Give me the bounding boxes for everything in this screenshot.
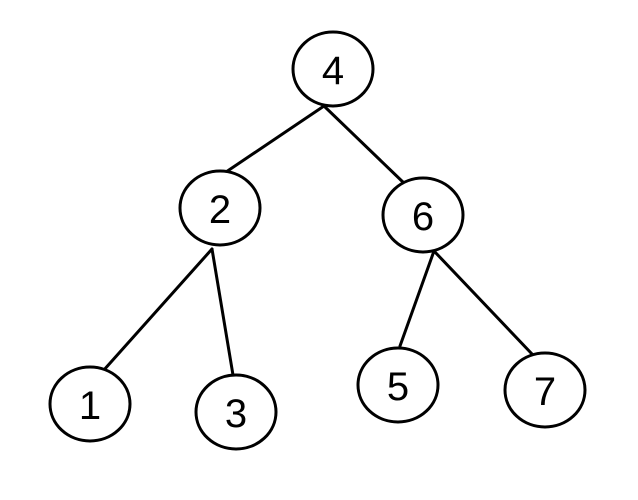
tree-node-7: 7 [503,351,587,429]
node-label-1: 1 [79,384,101,428]
edge-6-7 [432,249,534,356]
node-label-7: 7 [534,370,556,414]
tree-node-2: 2 [178,169,262,247]
tree-node-6: 6 [381,176,465,254]
tree-node-3: 3 [194,373,278,451]
node-label-4: 4 [322,49,344,93]
edge-4-2 [224,104,326,174]
node-label-3: 3 [225,392,247,436]
node-label-5: 5 [387,365,409,409]
edge-4-6 [322,104,408,187]
edge-2-1 [101,247,214,373]
tree-node-1: 1 [48,365,132,443]
edge-2-3 [210,247,235,377]
node-label-2: 2 [209,188,231,232]
node-label-6: 6 [412,195,434,239]
edge-6-5 [398,249,436,348]
tree-node-4: 4 [291,30,375,108]
tree-node-5: 5 [356,346,440,424]
